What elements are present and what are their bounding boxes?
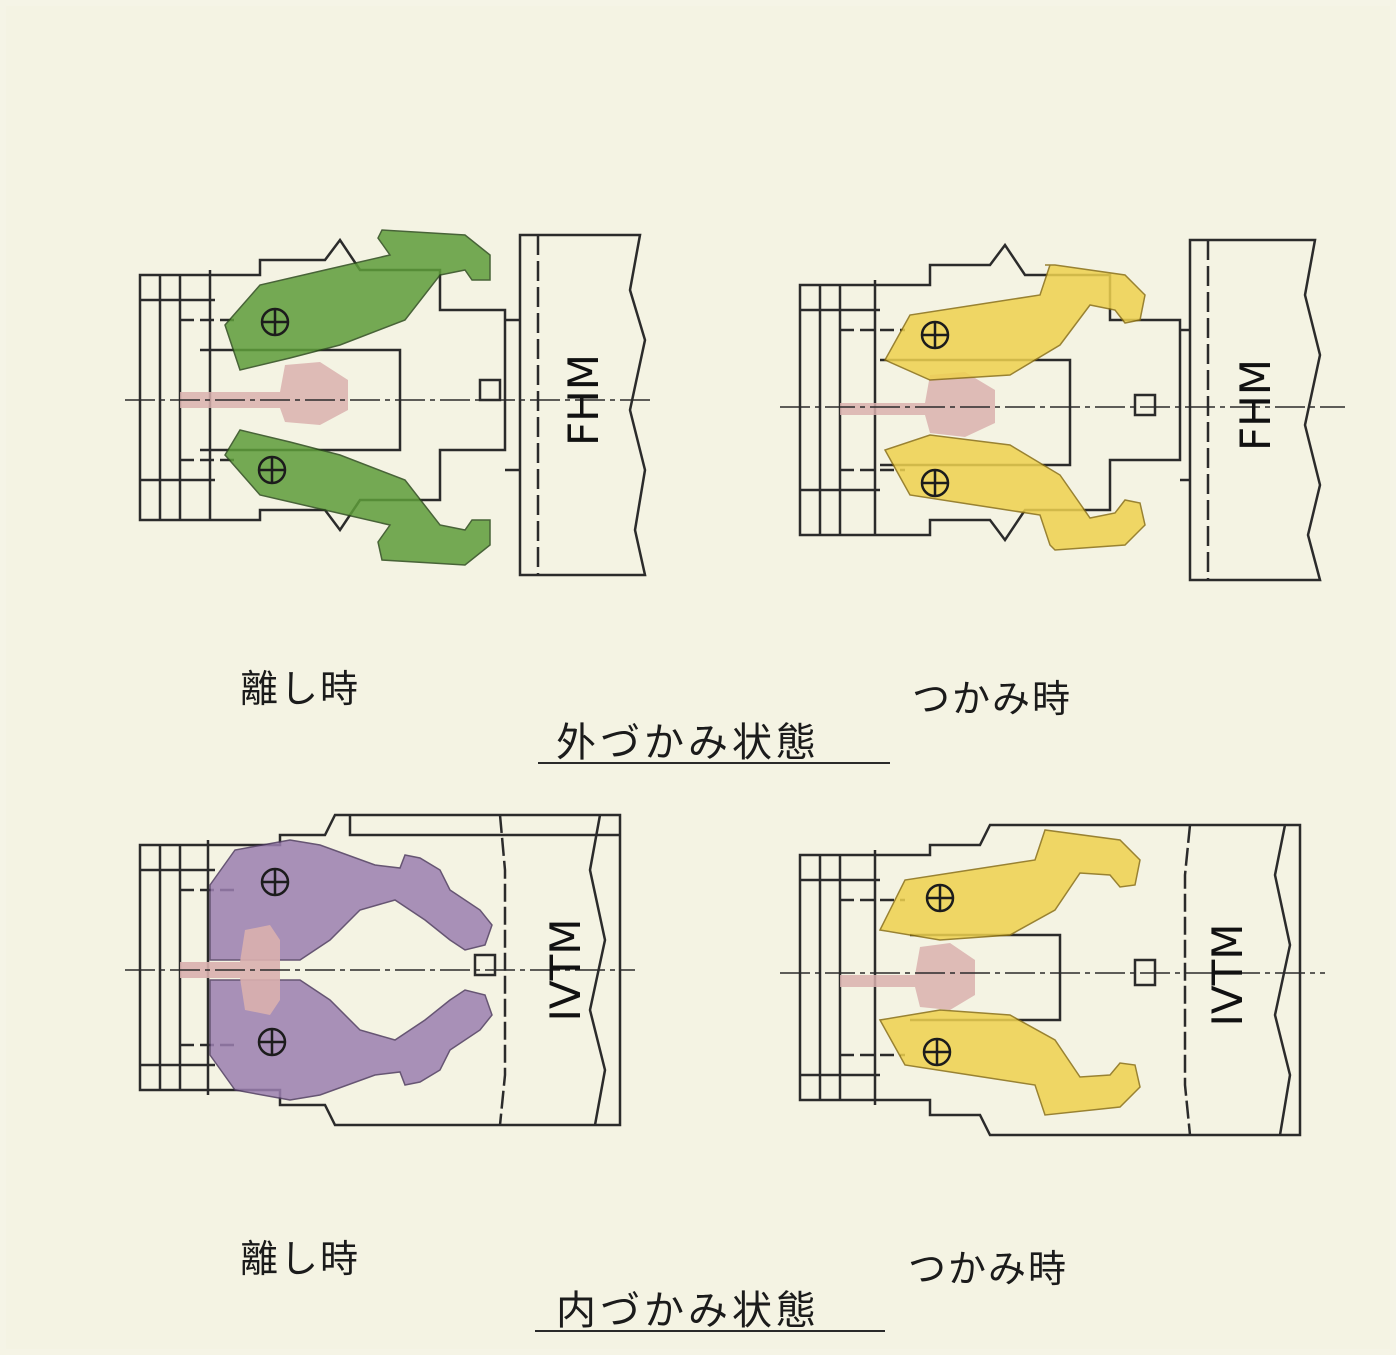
diagram-outer-release: FHM xyxy=(120,229,660,590)
caption-outer-grip: つかみ時 xyxy=(912,677,1073,721)
heading-inner-underline xyxy=(535,1330,885,1332)
heading-outer-underline xyxy=(538,762,890,764)
tool-label-ivtm-right: IVTM xyxy=(1203,923,1252,1026)
diagram-inner-release: IVTM xyxy=(120,810,640,1140)
caption-inner-grip: つかみ時 xyxy=(908,1247,1069,1291)
heading-outer-grip-state: 外づかみ状態 xyxy=(556,720,820,766)
tool-label-fhm-right: FHM xyxy=(1231,359,1280,451)
caption-inner-release: 離し時 xyxy=(240,1237,361,1281)
drawing-sheet xyxy=(6,6,1390,1349)
tool-label-fhm-left: FHM xyxy=(559,354,608,446)
tool-label-ivtm-left: IVTM xyxy=(541,918,590,1021)
diagram-inner-grip: IVTM xyxy=(780,815,1340,1145)
caption-outer-release: 離し時 xyxy=(240,667,361,711)
diagram-outer-grip: FHM xyxy=(780,235,1350,595)
heading-inner-grip-state: 内づかみ状態 xyxy=(556,1288,820,1334)
